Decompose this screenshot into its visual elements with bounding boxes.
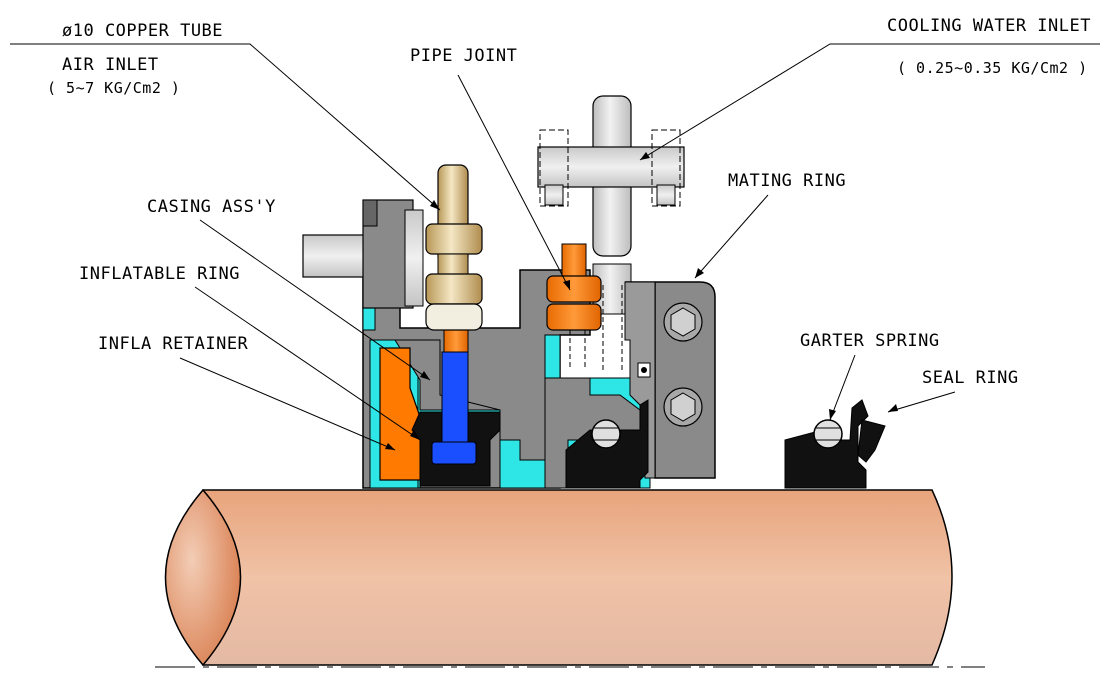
- label-mating-ring: MATING RING: [728, 171, 847, 191]
- arrow-garter-spring: [829, 409, 836, 420]
- label-cooling-water-inlet: COOLING WATER INLET: [887, 16, 1091, 36]
- leader-lines: [10, 43, 1100, 451]
- arrow-pipe-joint: [563, 280, 570, 290]
- air-inlet-fitting: [302, 199, 424, 309]
- label-copper-tube: ø10 COPPER TUBE: [62, 21, 224, 41]
- label-inflatable-ring: INFLATABLE RING: [79, 264, 241, 284]
- label-infla-retainer: INFLA RETAINER: [98, 334, 249, 354]
- copper-tube: [425, 164, 483, 331]
- leader-copper-tube: [10, 43, 441, 211]
- leader-arrows: [385, 152, 898, 450]
- label-garter-spring: GARTER SPRING: [800, 331, 940, 351]
- label-pipe-joint: PIPE JOINT: [410, 46, 518, 66]
- arrow-retainer: [385, 443, 395, 450]
- retainer-bolt: [431, 329, 477, 465]
- arrow-copper-tube: [430, 200, 440, 210]
- leader-garter-spring: [829, 354, 856, 421]
- leader-casing: [199, 219, 431, 381]
- label-seal-ring: SEAL RING: [922, 368, 1019, 388]
- seal-ring-inner: [565, 399, 649, 489]
- leader-mating-ring: [694, 194, 769, 279]
- pipe-joint: [546, 243, 623, 370]
- shaft: [155, 488, 985, 668]
- arrow-seal-ring: [888, 404, 898, 412]
- arrow-mating-ring: [695, 268, 704, 278]
- leader-seal-ring: [887, 391, 956, 413]
- seal-ring-outer: [784, 399, 886, 489]
- arrow-casing: [420, 371, 430, 380]
- label-air-pressure: ( 5~7 KG/Cm2 ): [47, 79, 181, 97]
- label-air-inlet: AIR INLET: [62, 55, 159, 75]
- leader-pipe-joint: [457, 74, 571, 291]
- label-cooling-pressure: ( 0.25~0.35 KG/Cm2 ): [897, 59, 1088, 77]
- arrow-cooling-water: [640, 152, 650, 160]
- arrow-inflatable: [410, 430, 420, 440]
- leader-inflatable: [194, 286, 421, 441]
- label-casing-assy: CASING ASS'Y: [147, 197, 276, 217]
- leader-cooling-water: [639, 43, 1100, 161]
- leader-retainer: [179, 357, 396, 451]
